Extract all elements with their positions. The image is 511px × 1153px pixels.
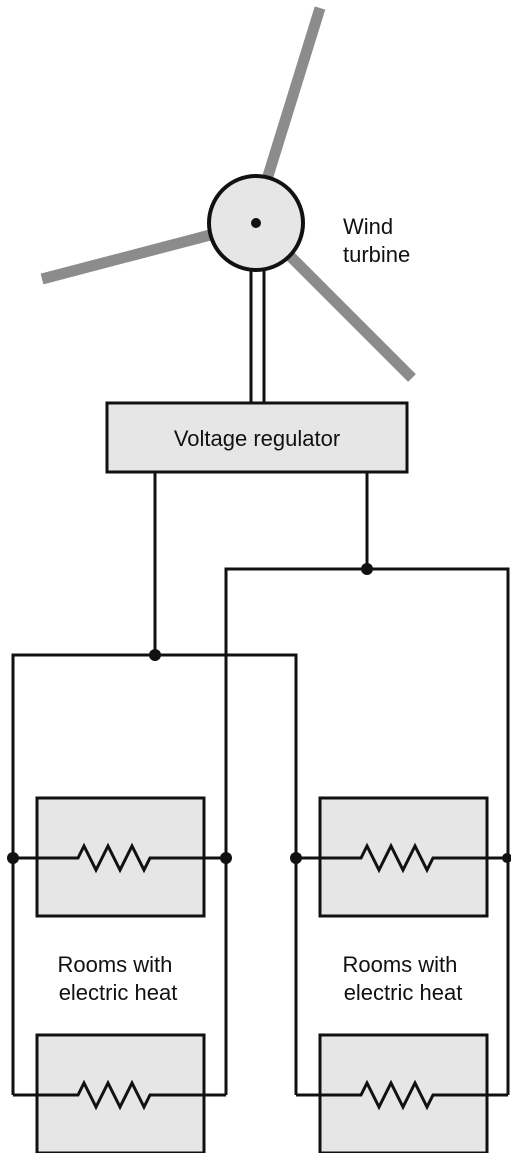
turbine-blades [40,6,416,382]
rooms-right-label: Rooms with electric heat [342,952,463,1005]
heater-rungs [13,842,508,1111]
voltage-regulator: Voltage regulator [105,401,409,474]
resistor-right-lower [296,1079,508,1111]
junction-left-upper-a [7,852,19,864]
resistor-right-upper [296,842,508,874]
turbine-blade-left [40,228,216,285]
voltage-regulator-box [105,401,409,474]
junction-right-top [361,563,373,575]
rooms-left-label: Rooms with electric heat [57,952,178,1005]
turbine-shaft [249,268,266,402]
junction-dots [7,563,511,864]
junction-right-upper-a [290,852,302,864]
turbine-blade-right [286,252,416,382]
turbine-hub [207,174,305,272]
voltage-regulator-label: Voltage regulator [174,426,340,451]
junction-left-top [149,649,161,661]
resistor-left-upper [13,842,226,874]
junction-left-upper-b [220,852,232,864]
junction-right-upper-b [502,853,511,863]
turbine-hub-center [251,218,261,228]
turbine-label: Wind turbine [343,214,410,267]
resistor-left-lower [13,1079,226,1111]
turbine-blade-top [262,6,326,178]
